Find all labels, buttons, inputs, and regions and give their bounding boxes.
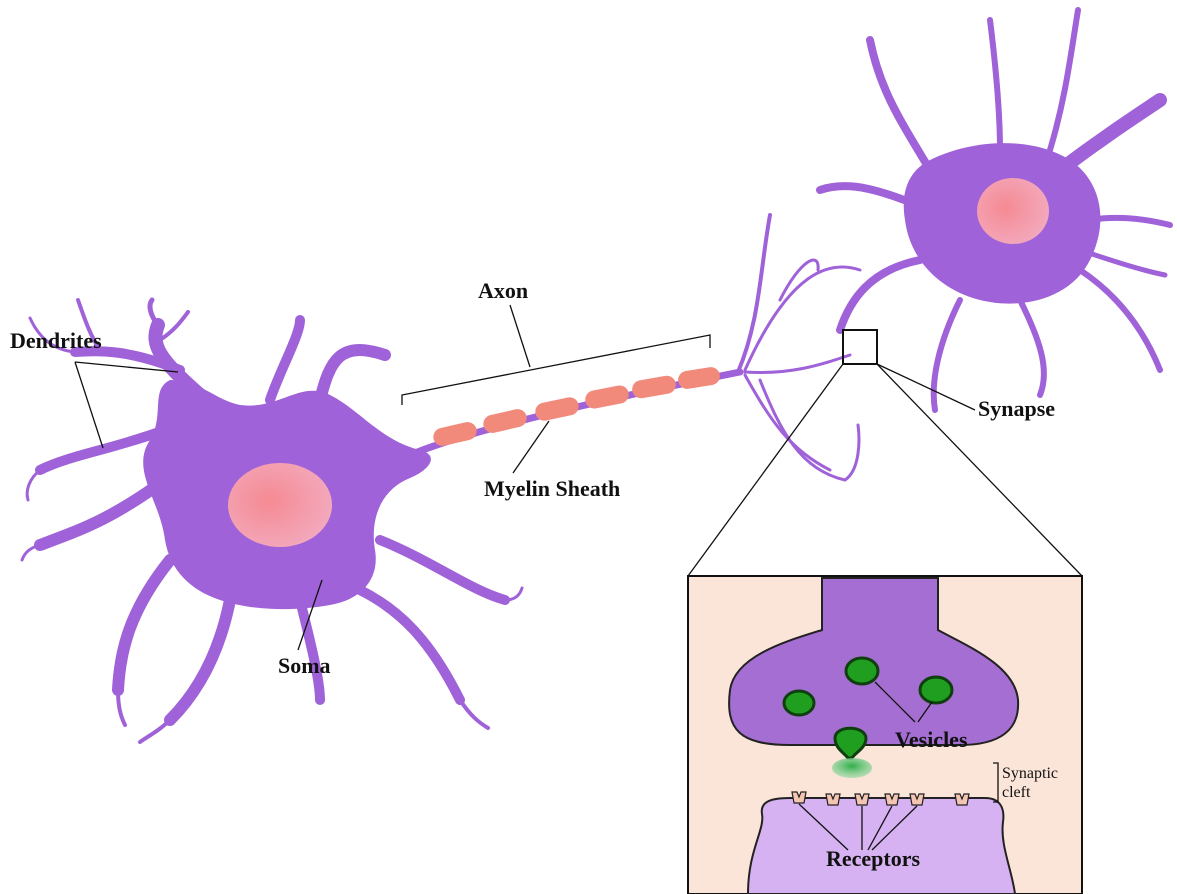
label-vesicles: Vesicles bbox=[895, 727, 968, 752]
myelin-segment bbox=[677, 366, 721, 390]
vesicle bbox=[920, 677, 952, 703]
right-neuron bbox=[820, 10, 1170, 410]
axon bbox=[410, 215, 860, 480]
right-nucleus bbox=[977, 178, 1049, 244]
label-axon: Axon bbox=[478, 278, 528, 303]
myelin-segment bbox=[584, 384, 631, 410]
vesicle bbox=[846, 658, 878, 684]
label-dendrites: Dendrites bbox=[10, 328, 102, 353]
neurotransmitter-release bbox=[832, 758, 872, 778]
vesicle bbox=[784, 691, 814, 715]
axon-terminals bbox=[738, 215, 860, 480]
synapse-zoom-box bbox=[843, 330, 877, 364]
left-nucleus bbox=[228, 463, 332, 547]
label-synaptic-cleft-line2: cleft bbox=[1002, 784, 1031, 801]
label-myelin-sheath: Myelin Sheath bbox=[484, 476, 620, 501]
myelin-segment bbox=[631, 374, 677, 399]
label-synapse: Synapse bbox=[978, 396, 1055, 421]
label-receptors: Receptors bbox=[826, 846, 921, 871]
myelin-sheath-segments bbox=[432, 366, 722, 448]
myelin-segment bbox=[482, 407, 529, 434]
label-soma: Soma bbox=[278, 653, 331, 678]
myelin-segment bbox=[432, 420, 479, 447]
label-synaptic-cleft-line1: Synaptic bbox=[1002, 765, 1058, 782]
myelin-segment bbox=[534, 396, 581, 423]
left-neuron bbox=[22, 300, 522, 742]
